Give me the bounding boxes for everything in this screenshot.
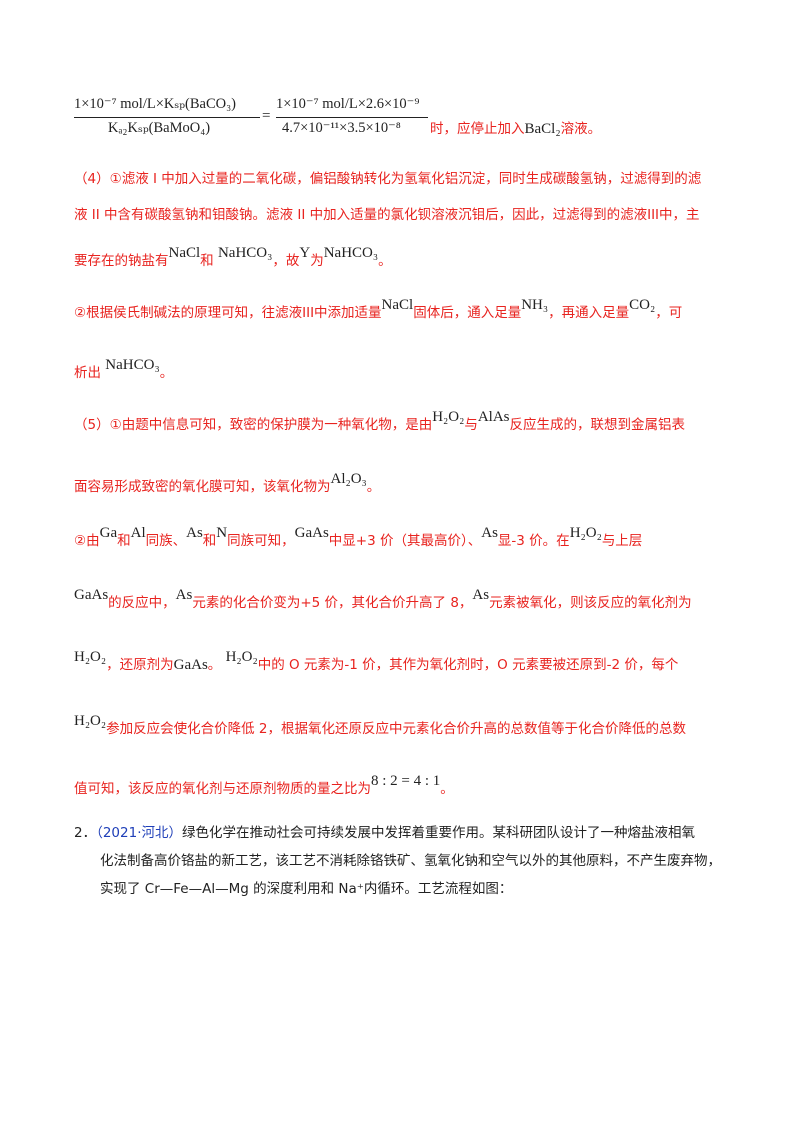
co2-formula: CO₂ [629,297,656,313]
n-symbol: N [216,525,228,541]
question-number: 2． [74,825,97,841]
p5-text: 与 [464,417,478,433]
p5-text: 。 [366,479,381,495]
formula-tail: 时，应停止加入BaCl₂溶液。 [430,118,601,140]
as-symbol: As [481,525,498,541]
as-symbol: As [472,587,490,603]
h2o2-formula: H₂O₂ [569,525,602,541]
p5-text: 同族可知， [227,533,295,549]
p5-text: 中的 O 元素为-1 价，其作为氧化剂时，O 元素要被还原到-2 价，每个 [257,657,679,673]
p5-text: 中显+3 价（其最高价）、 [328,533,482,549]
fraction-left-denominator: Kₐ₂Kₛₚ(BaMoO₄) [108,120,211,136]
p5-text: 面容易形成致密的氧化膜可知，该氧化物为 [74,479,331,495]
p4-line-3: 要存在的钠盐有NaCl和 NaHCO₃，故Y为NaHCO₃。 [74,245,392,272]
nacl-formula: NaCl [168,245,201,261]
p5-text: 和 [117,533,131,549]
gaas-formula: GaAs [74,587,109,603]
p5-text: （5）①由题中信息可知，致密的保护膜为一种氧化物，是由 [74,417,433,433]
p4-text: 。 [159,365,174,381]
p5-text: 值可知，该反应的氧化剂与还原剂物质的量之比为 [74,781,371,797]
ga-symbol: Ga [99,525,118,541]
bacl2-formula: BaCl₂ [524,121,561,137]
fraction-right-denominator: 4.7×10⁻¹¹×3.5×10⁻⁸ [282,120,401,136]
p5-text: ②由 [74,533,100,549]
p4-text: ，故 [272,253,300,269]
nacl-formula: NaCl [381,297,414,313]
q2-text: 绿色化学在推动社会可持续发展中发挥着重要作用。某科研团队设计了一种熔盐液相氧 [182,825,695,841]
p5-text: 的反应中， [108,595,176,611]
fraction-bar [74,117,260,118]
h2o2-formula: H₂O₂ [74,713,107,729]
fraction-bar [276,117,428,118]
p4-text: 和 [200,253,214,269]
q2-line-3: 实现了 Cr—Fe—Al—Mg 的深度利用和 Na⁺内循环。工艺流程如图： [100,881,513,897]
p5-text: 参加反应会使化合价降低 2，根据氧化还原反应中元素化合价升高的总数值等于化合价降… [106,721,687,737]
p4-text: 要存在的钠盐有 [74,253,169,269]
p4-line-4: ②根据侯氏制碱法的原理可知，往滤液III中添加适量NaCl固体后，通入足量NH₃… [74,297,683,324]
nh3-formula: NH₃ [521,297,549,313]
gaas-formula: GaAs [294,525,329,541]
al2o3-formula: Al₂O₃ [330,471,367,487]
p5-text: 和 [202,533,217,549]
h2o2-formula: H₂O₂ [74,649,107,665]
fraction-right-numerator: 1×10⁻⁷ mol/L×2.6×10⁻⁹ [276,96,420,112]
p4-line-5: 析出 NaHCO₃。 [74,357,174,384]
p5-text: 。 [440,781,454,797]
p5-line-5: H₂O₂，还原剂为GaAs。 H₂O₂中的 O 元素为-1 价，其作为氧化剂时，… [74,649,679,676]
fraction-right: 1×10⁻⁷ mol/L×2.6×10⁻⁹ 4.7×10⁻¹¹×3.5×10⁻⁸ [276,96,428,142]
p5-line-4: GaAs的反应中，As元素的化合价变为+5 价，其化合价升高了 8，As元素被氧… [74,587,692,614]
p5-line-2: 面容易形成致密的氧化膜可知，该氧化物为Al₂O₃。 [74,471,381,498]
h2o2-formula: H₂O₂ [225,649,258,665]
ratio-formula: 8 : 2 = 4 : 1 [371,773,441,789]
alas-formula: AlAs [477,409,510,425]
p5-line-7: 值可知，该反应的氧化剂与还原剂物质的量之比为8 : 2 = 4 : 1。 [74,773,454,800]
p5-text: 反应生成的，联想到金属铝表 [509,417,686,433]
nahco3-formula: NaHCO₃ [323,245,379,261]
p5-text: 与上层 [601,533,643,549]
p4-line-1: （4）①滤液 I 中加入过量的二氧化碳，偏铝酸钠转化为氢氧化铝沉淀，同时生成碳酸… [74,171,702,187]
p5-line-3: ②由Ga和Al同族、As和N同族可知，GaAs中显+3 价（其最高价）、As显-… [74,525,643,552]
as-symbol: As [175,587,193,603]
al-symbol: Al [130,525,146,541]
nahco3-formula: NaHCO₃ [217,245,273,261]
p5-text: 元素被氧化，则该反应的氧化剂为 [489,595,692,611]
p4-text: 为 [310,253,324,269]
formula-tail-text: 时，应停止加入 [430,121,525,137]
p4-text: ，可 [655,305,683,321]
q2-line-2: 化法制备高价铬盐的新工艺，该工艺不消耗除铬铁矿、氢氧化钠和空气以外的其他原料，不… [100,853,721,869]
as-symbol: As [186,525,203,541]
p4-text: ②根据侯氏制碱法的原理可知，往滤液III中添加适量 [74,305,382,321]
p4-line-2: 液 II 中含有碳酸氢钠和钼酸钠。滤液 II 中加入适量的氯化钡溶液沉钼后，因此… [74,207,700,223]
y-symbol: Y [299,245,311,261]
equals-sign: = [262,108,271,124]
nahco3-formula: NaHCO₃ [105,357,160,373]
p5-text: 元素的化合价变为+5 价，其化合价升高了 8， [192,595,473,611]
p5-line-6: H₂O₂参加反应会使化合价降低 2，根据氧化还原反应中元素化合价升高的总数值等于… [74,713,687,740]
gaas-formula: GaAs [173,657,208,673]
p4-text: 析出 [74,365,101,381]
fraction-left-numerator: 1×10⁻⁷ mol/L×Kₛₚ(BaCO₃) [74,96,236,112]
q2-line-1: 2．（2021·河北）绿色化学在推动社会可持续发展中发挥着重要作用。某科研团队设… [74,822,695,844]
fraction-left: 1×10⁻⁷ mol/L×Kₛₚ(BaCO₃) Kₐ₂Kₛₚ(BaMoO₄) [74,96,260,142]
p4-text: 固体后，通入足量 [413,305,522,321]
formula-tail-text-2: 溶液。 [560,121,602,137]
p5-text: 同族、 [145,533,187,549]
p5-line-1: （5）①由题中信息可知，致密的保护膜为一种氧化物，是由H₂O₂与AlAs反应生成… [74,409,686,436]
p4-text: ，再通入足量 [548,305,630,321]
p4-text: 。 [378,253,392,269]
p5-text: 显-3 价。在 [497,533,570,549]
p5-text: ，还原剂为 [106,657,174,673]
p5-text: 。 [207,657,222,673]
question-source: （2021·河北） [96,825,182,841]
h2o2-formula: H₂O₂ [432,409,465,425]
